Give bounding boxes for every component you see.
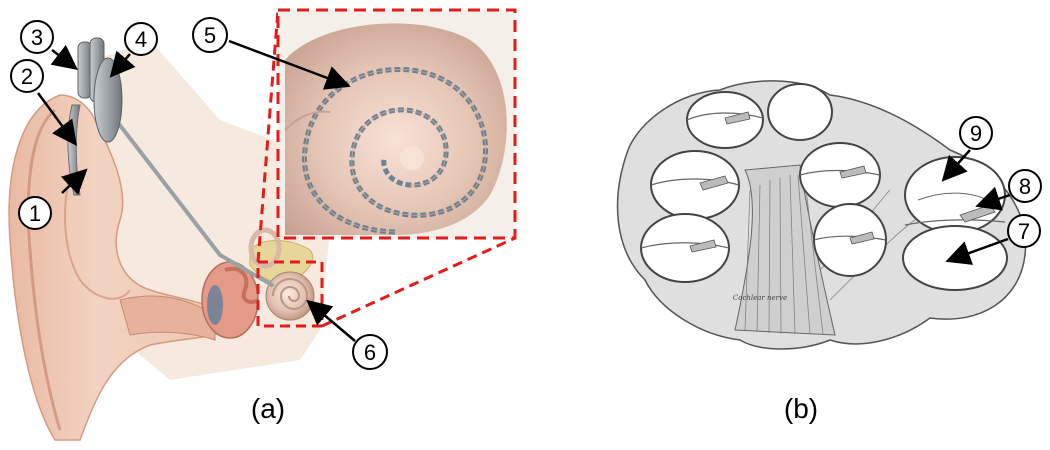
- callout-9-label: 9: [970, 121, 982, 146]
- callout-3-label: 3: [31, 25, 43, 50]
- small-cochlea: [266, 272, 314, 320]
- scala-lower-right: [814, 204, 886, 276]
- callout-8-label: 8: [1019, 174, 1031, 199]
- eardrum: [207, 285, 223, 325]
- callout-6-label: 6: [364, 340, 376, 365]
- scala-upper-right: [768, 84, 832, 140]
- panel-b-caption: (b): [784, 393, 818, 424]
- callout-2-label: 2: [21, 64, 33, 89]
- callout-7-label: 7: [1018, 219, 1030, 244]
- magnified-cochlea-inset: [278, 10, 515, 238]
- scala-mid-left: [651, 151, 739, 219]
- panel-a-illustration: [9, 10, 515, 440]
- scala-upper-left: [687, 92, 763, 148]
- scala-mid-right: [800, 143, 880, 207]
- callout-1-label: 1: [29, 201, 41, 226]
- scala-lower-left: [641, 214, 729, 282]
- panel-a-caption: (a): [251, 393, 285, 424]
- callout-5-label: 5: [204, 23, 216, 48]
- cochlear-nerve-inscription: Cochlear nerve: [733, 294, 787, 302]
- zoom-connector-bottom: [322, 238, 515, 326]
- callout-4-label: 4: [135, 27, 147, 52]
